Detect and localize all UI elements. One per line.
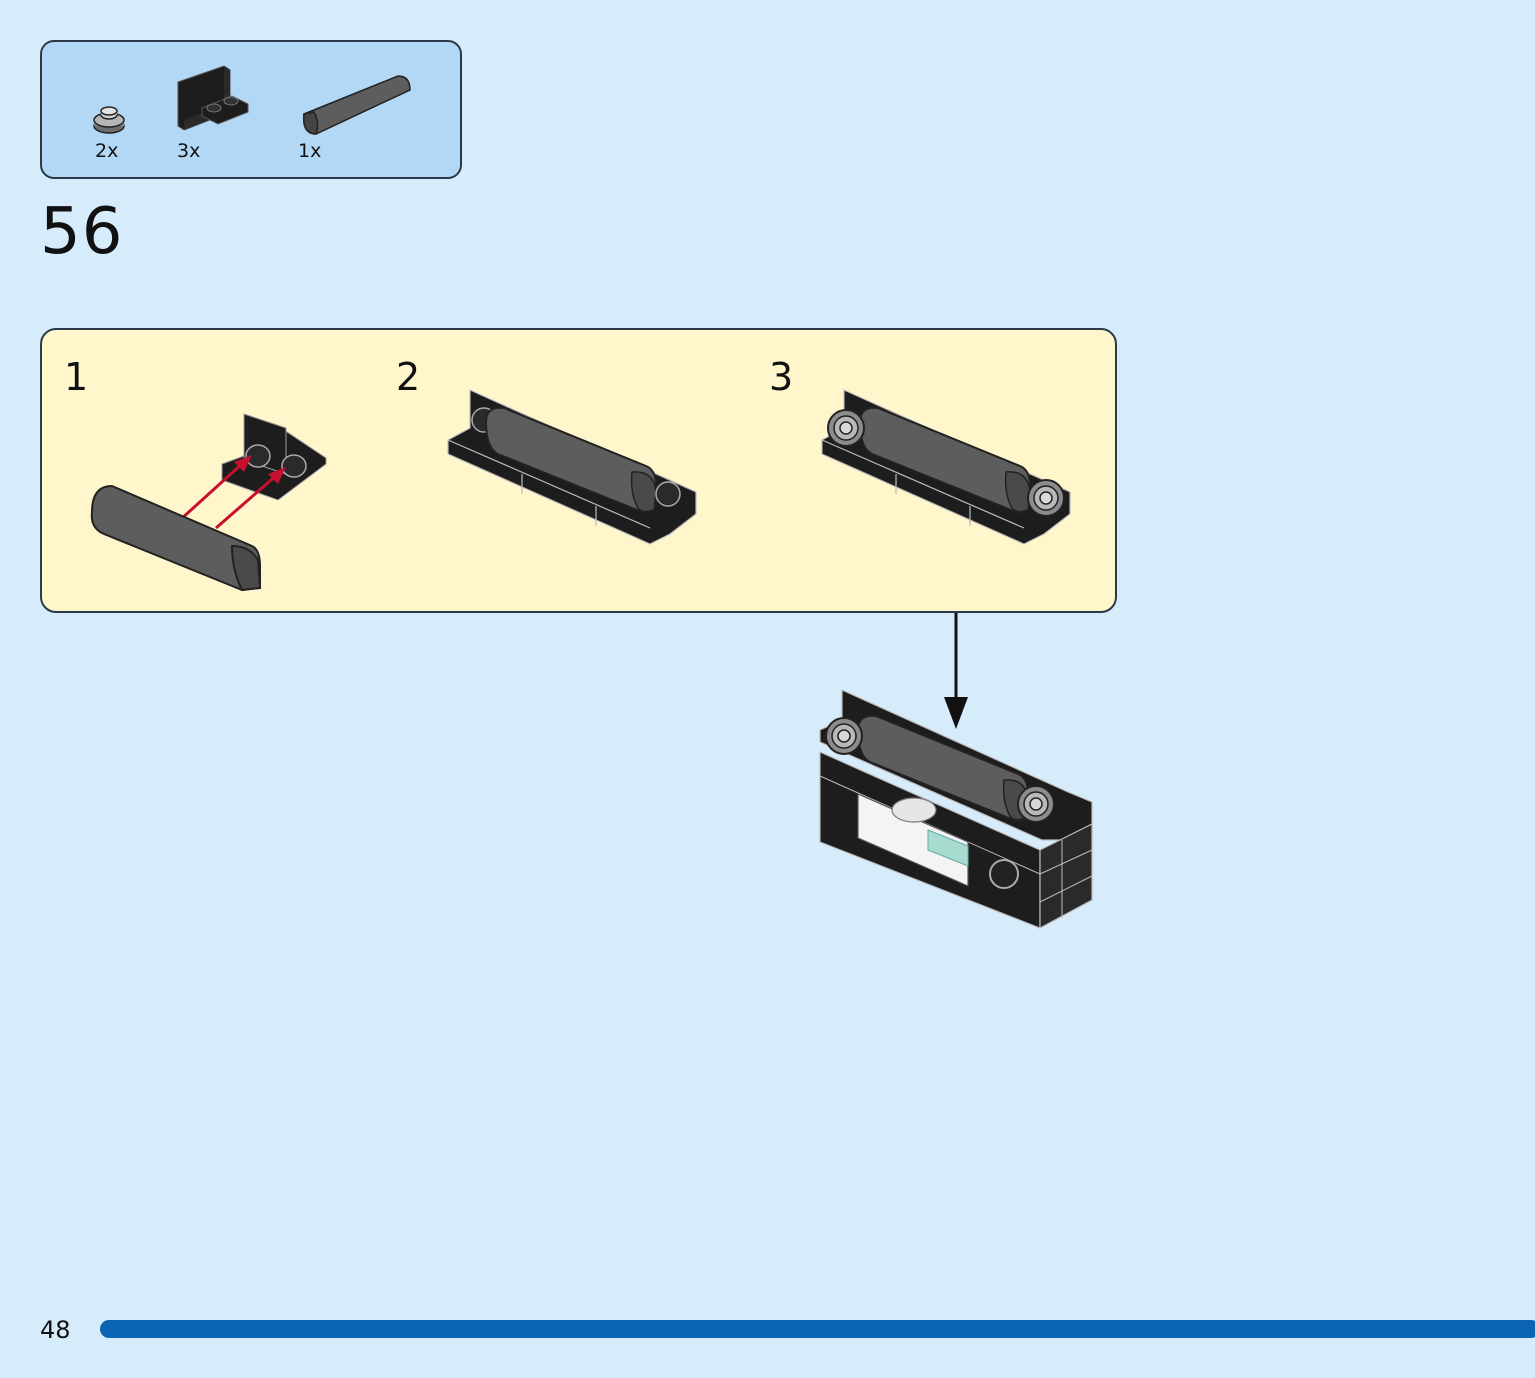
part-quantity: 3x [177,140,201,162]
curved-slope-part [90,484,261,592]
substep-number: 1 [64,355,89,399]
round-plate-part [1027,479,1065,517]
round-plate-1x1-icon [93,106,125,134]
round-plate-part [827,409,865,447]
page-number: 48 [40,1316,71,1344]
model-window [857,793,969,887]
parts-list-box: 2x 3x 1x [40,40,462,179]
part-quantity: 1x [298,140,322,162]
curved-slope-brick-icon [303,75,411,135]
red-arrow [215,472,279,530]
bracket-1x2-icon [177,65,249,131]
sub-assembly-box: 1 2 3 [40,328,1117,613]
red-arrow [178,460,246,522]
part-quantity: 2x [95,140,119,162]
model-assembly-illustration [819,689,1093,930]
stud [245,444,271,468]
stud [655,481,681,507]
substep-1-illustration [90,413,327,592]
substep-3-illustration [821,389,1071,545]
substep-number: 3 [769,355,794,399]
stud [281,454,307,478]
substep-number: 2 [396,355,421,399]
page-progress-bar [100,1320,1535,1338]
step-number: 56 [40,195,124,269]
attach-arrow [944,613,968,729]
substep-2-illustration [447,389,697,545]
model-side-hole [989,859,1019,889]
